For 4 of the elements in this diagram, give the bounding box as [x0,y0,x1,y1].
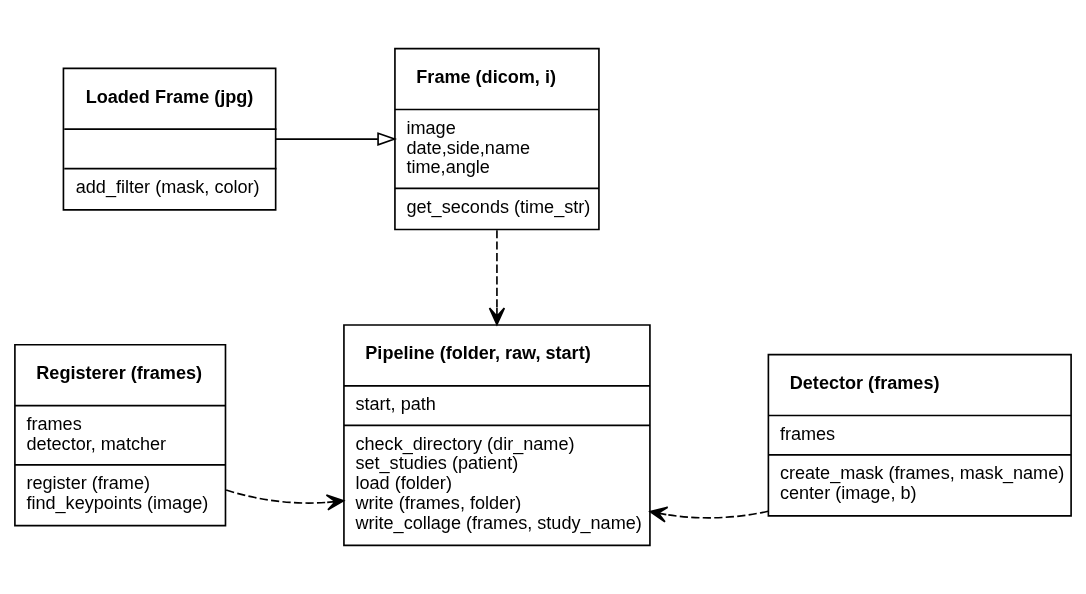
arrow [649,506,769,523]
arrow [274,132,397,146]
arrow [488,229,506,326]
arrow [225,489,345,511]
